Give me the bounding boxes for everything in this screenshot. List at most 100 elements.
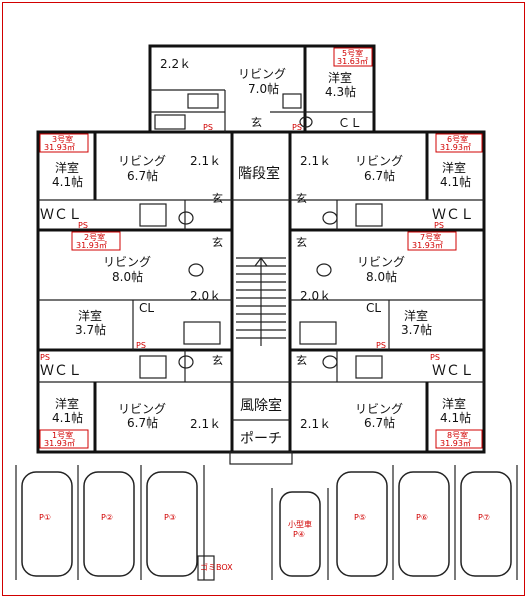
unit1-living-size: 6.7帖 (127, 415, 158, 430)
image-frame (2, 2, 525, 596)
car-icon (279, 491, 321, 577)
unit2-living-size: 8.0帖 (112, 269, 143, 284)
unit-3-area: 31.93㎡ (44, 143, 75, 152)
unit7-closet-label: CL (366, 301, 381, 315)
parking-space-3-label: P③ (164, 513, 176, 522)
building-walls (36, 44, 486, 465)
porch-label: ポーチ (240, 431, 282, 447)
bathtub-icon (139, 203, 167, 227)
interior-partitions (38, 46, 484, 452)
unit-1-area: 31.93㎡ (44, 439, 75, 448)
car-icon (146, 471, 198, 577)
unit8-living-size: 6.7帖 (364, 415, 395, 430)
toilet-icon (178, 211, 194, 225)
parking-labels: P① P② P③ 小型車 P④ P⑤ P⑥ P⑦ ゴミBOX (39, 513, 490, 572)
unit2-genkan-label: 玄 (212, 235, 223, 249)
unit1-western-size: 4.1帖 (52, 410, 83, 425)
unit8-living-label: リビング (355, 402, 403, 416)
ps-label: PS (376, 341, 386, 350)
unit1-western-label: 洋室 (55, 396, 79, 411)
top-western-label: 洋室 (328, 70, 352, 85)
staircase (236, 257, 286, 346)
parking-space-2-label: P② (101, 513, 113, 522)
fixtures (139, 93, 383, 379)
unit8-western-label: 洋室 (442, 396, 466, 411)
top-kitchen-label: 2.2ｋ (160, 57, 191, 71)
windbreak-room-label: 風除室 (240, 397, 282, 414)
unit2-closet-label: CL (139, 301, 154, 315)
unit8-wcl-label: ＷＣＬ (432, 363, 474, 379)
car-icon (83, 471, 135, 577)
unit3-genkan-label: 玄 (212, 191, 223, 205)
unit8-genkan-label: 玄 (296, 353, 307, 367)
top-genkan-label: 玄 (251, 115, 262, 129)
unit-7-area: 31.93㎡ (412, 241, 443, 250)
bathtub-icon (154, 114, 186, 130)
car-icon (21, 471, 73, 577)
toilet-icon (322, 211, 338, 225)
top-closet-label: ＣＬ (338, 116, 362, 130)
parking-space-6-label: P⑥ (416, 513, 428, 522)
unit6-western-label: 洋室 (442, 160, 466, 175)
unit-1-name: 1号室 (52, 430, 73, 440)
ps-label: PS (136, 341, 146, 350)
unit-8-area: 31.93㎡ (440, 439, 471, 448)
ps-label: PS (292, 123, 302, 132)
unit7-living-size: 8.0帖 (366, 269, 397, 284)
unit1-kitchen-label: 2.1ｋ (190, 417, 221, 431)
bathtub-icon (355, 355, 383, 379)
ps-label: PS (430, 353, 440, 362)
trash-box (197, 555, 215, 581)
unit-tag-labels: 5号室 31.63㎡ 3号室 31.93㎡ 6号室 31.93㎡ 2号室 31.… (44, 48, 471, 448)
unit-3-name: 3号室 (52, 134, 73, 144)
toilet-icon (299, 116, 313, 128)
ps-label: PS (78, 221, 88, 230)
parking-space-1-label: P① (39, 513, 51, 522)
kitchen-counter-icon (282, 93, 302, 109)
car-icon (460, 471, 512, 577)
ps-label: PS (434, 221, 444, 230)
unit8-western-size: 4.1帖 (440, 410, 471, 425)
trash-box-label: ゴミBOX (200, 562, 233, 572)
toilet-icon (188, 263, 204, 277)
unit3-living-label: リビング (118, 154, 166, 168)
top-living-label: リビング (238, 67, 286, 81)
unit2-western-size: 3.7帖 (75, 322, 106, 337)
unit7-living-label: リビング (357, 255, 405, 269)
bathtub-icon (355, 203, 383, 227)
ps-label: PS (203, 123, 213, 132)
parking-area (15, 465, 518, 581)
unit2-western-label: 洋室 (78, 308, 102, 323)
toilet-icon (316, 263, 332, 277)
unit7-genkan-label: 玄 (296, 235, 307, 249)
unit6-kitchen-label: 2.1ｋ (300, 154, 331, 168)
unit7-western-size: 3.7帖 (401, 322, 432, 337)
unit3-western-size: 4.1帖 (52, 174, 83, 189)
unit8-kitchen-label: 2.1ｋ (300, 417, 331, 431)
parking-space-7-label: P⑦ (478, 513, 490, 522)
ps-label: PS (40, 353, 50, 362)
parking-space-4-type: 小型車 (288, 519, 312, 529)
unit-8-name: 8号室 (447, 430, 468, 440)
unit3-living-size: 6.7帖 (127, 168, 158, 183)
unit6-western-size: 4.1帖 (440, 174, 471, 189)
bathtub-icon (183, 321, 221, 345)
parking-space-5-label: P⑤ (354, 513, 366, 522)
toilet-icon (178, 355, 194, 369)
unit2-living-label: リビング (103, 255, 151, 269)
parking-space-4-label: P④ (293, 530, 305, 539)
bathtub-icon (139, 355, 167, 379)
unit-6-area: 31.93㎡ (440, 143, 471, 152)
unit-2-name: 2号室 (84, 232, 105, 242)
stairwell-label: 階段室 (238, 165, 280, 182)
unit3-western-label: 洋室 (55, 160, 79, 175)
unit2-kitchen-label: 2.0ｋ (190, 289, 221, 303)
bathtub-icon (299, 321, 337, 345)
unit6-living-label: リビング (355, 154, 403, 168)
unit-tags (39, 47, 483, 449)
sink-icon (187, 93, 219, 109)
top-western-size: 4.3帖 (325, 84, 356, 99)
unit7-kitchen-label: 2.0ｋ (300, 289, 331, 303)
toilet-icon (322, 355, 338, 369)
unit1-genkan-label: 玄 (212, 353, 223, 367)
